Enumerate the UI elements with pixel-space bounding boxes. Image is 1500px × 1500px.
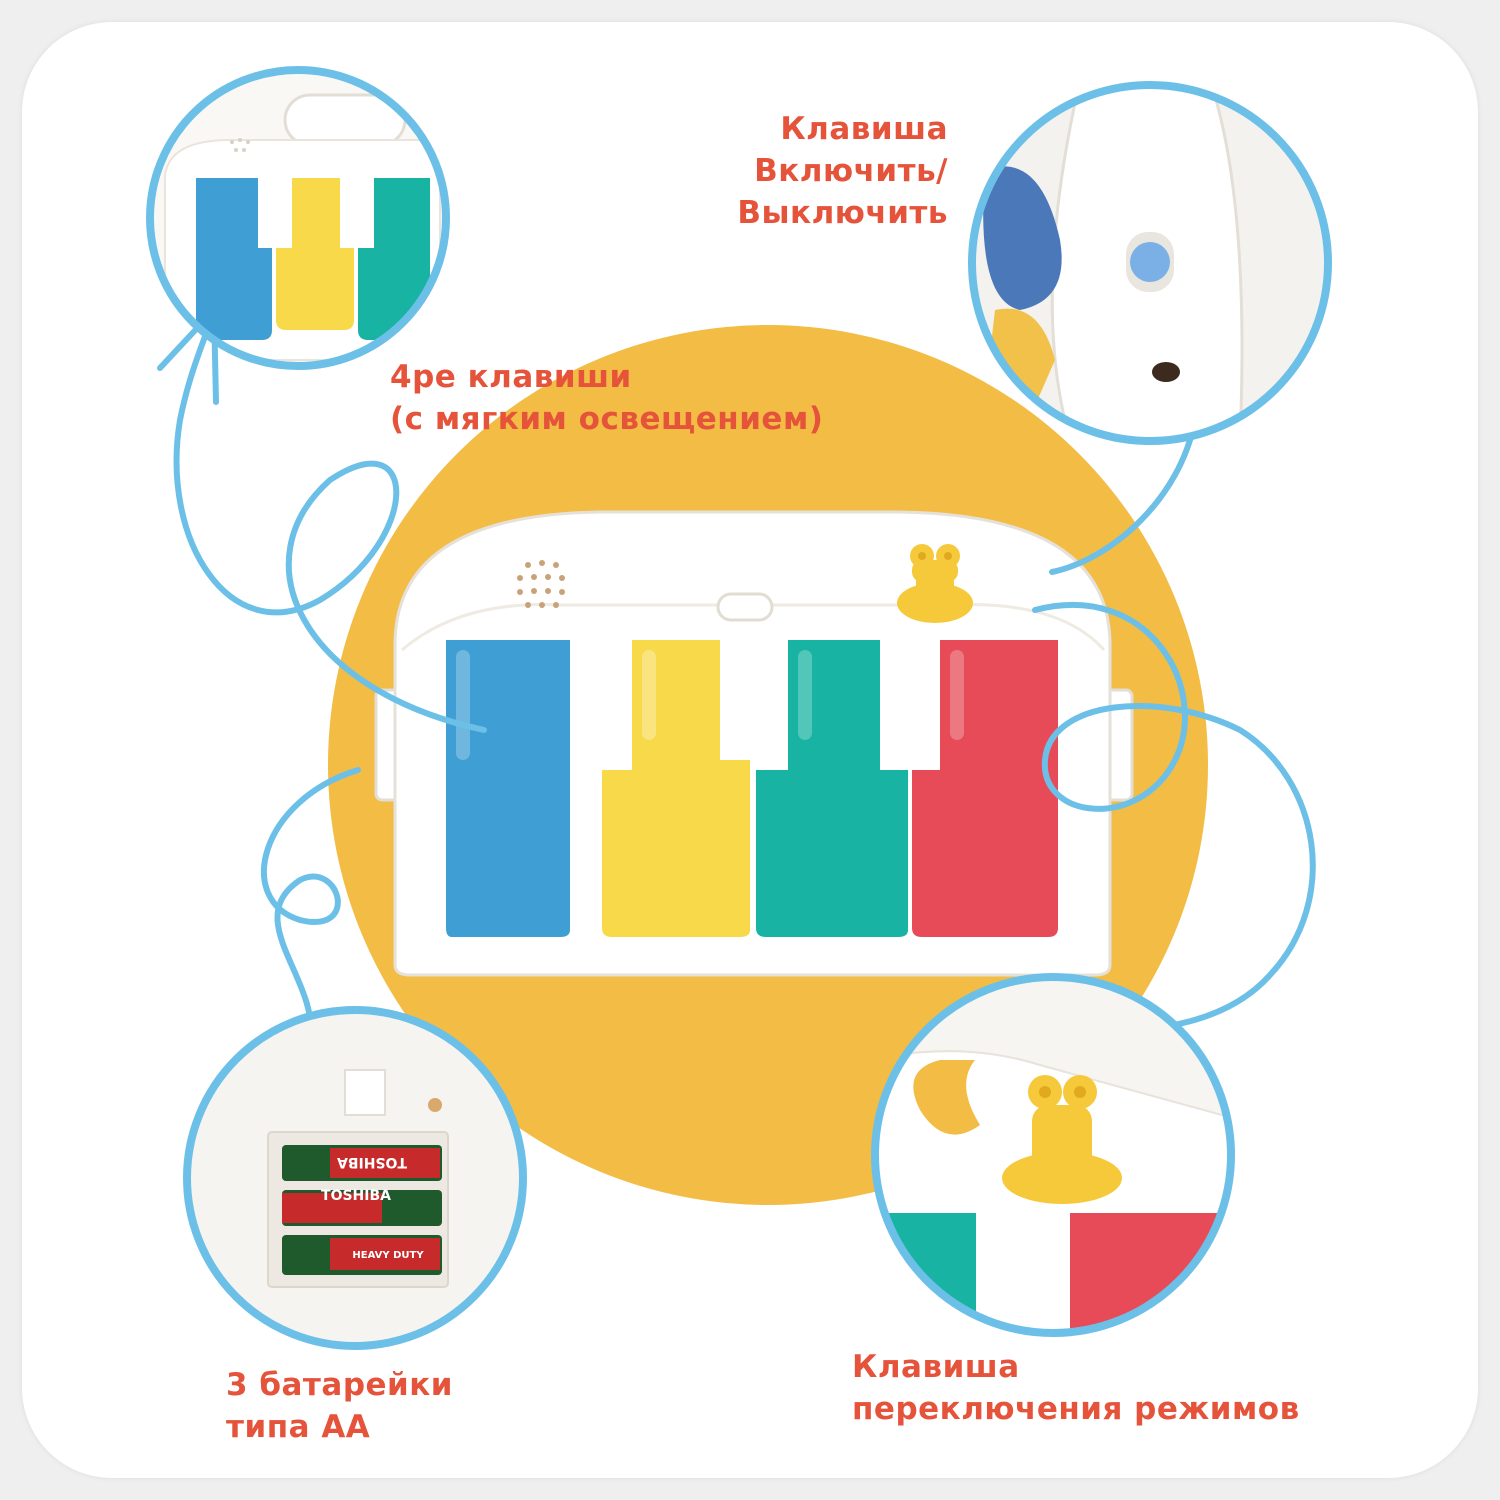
label-batteries-line-2: типа АА	[226, 1409, 371, 1445]
power-switch[interactable]	[1130, 242, 1170, 282]
zoom-batteries: TOSHIBA TOSHIBA HEAVY DUTY	[183, 1006, 527, 1350]
svg-text:HEAVY DUTY: HEAVY DUTY	[352, 1250, 424, 1261]
svg-text:TOSHIBA: TOSHIBA	[337, 1154, 407, 1170]
battery-2: TOSHIBA	[282, 1188, 442, 1226]
label-mode-line-1: Клавиша	[852, 1349, 1020, 1385]
zoom-keys	[146, 66, 450, 370]
battery-3: HEAVY DUTY	[282, 1235, 442, 1275]
frog-mode-button[interactable]	[897, 544, 973, 623]
frog-mode-button-closeup[interactable]	[1002, 1075, 1122, 1204]
label-mode: Клавиша переключения режимов	[852, 1346, 1300, 1430]
label-keys-line-1: 4ре клавиши	[390, 359, 632, 395]
label-batteries-line-1: 3 батарейки	[226, 1367, 454, 1403]
label-power-line-3: Выключить	[737, 195, 948, 231]
label-power-line-1: Клавиша	[780, 111, 948, 147]
label-keys-line-2: (с мягким освещением)	[390, 401, 824, 437]
label-mode-line-2: переключения режимов	[852, 1391, 1300, 1427]
zoom-power-switch	[968, 81, 1332, 445]
speaker-grille	[517, 560, 565, 608]
piano-key-yellow[interactable]	[602, 640, 750, 937]
piano-toy	[374, 510, 1134, 977]
label-keys: 4ре клавиши (с мягким освещением)	[390, 356, 823, 440]
svg-text:TOSHIBA: TOSHIBA	[321, 1188, 391, 1204]
piano-key-red[interactable]	[912, 640, 1058, 937]
piano-key-blue[interactable]	[446, 640, 570, 937]
piano-key-teal[interactable]	[756, 640, 908, 937]
label-power-line-2: Включить/	[754, 153, 948, 189]
battery-1: TOSHIBA	[282, 1145, 442, 1181]
label-power: Клавиша Включить/ Выключить	[737, 108, 948, 234]
label-batteries: 3 батарейки типа АА	[226, 1364, 453, 1448]
zoom-mode-button	[871, 973, 1235, 1337]
